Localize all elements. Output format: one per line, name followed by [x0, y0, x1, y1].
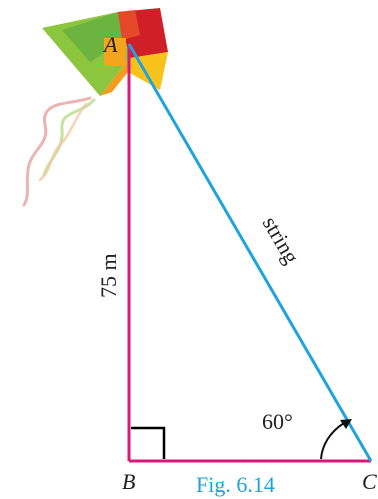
kite-tail: [22, 96, 96, 207]
vertex-a-label: A: [102, 32, 118, 57]
vertex-b-label: B: [122, 469, 135, 494]
right-angle-mark: [131, 426, 166, 459]
height-label: 75 m: [96, 253, 121, 298]
angle-label: 60°: [262, 409, 293, 434]
side-ac-string: [127, 43, 373, 462]
vertex-c-label: C: [362, 469, 377, 494]
figure-caption: Fig. 6.14: [196, 472, 275, 497]
string-label: string: [258, 212, 305, 268]
angle-arrow-icon: [320, 419, 352, 460]
